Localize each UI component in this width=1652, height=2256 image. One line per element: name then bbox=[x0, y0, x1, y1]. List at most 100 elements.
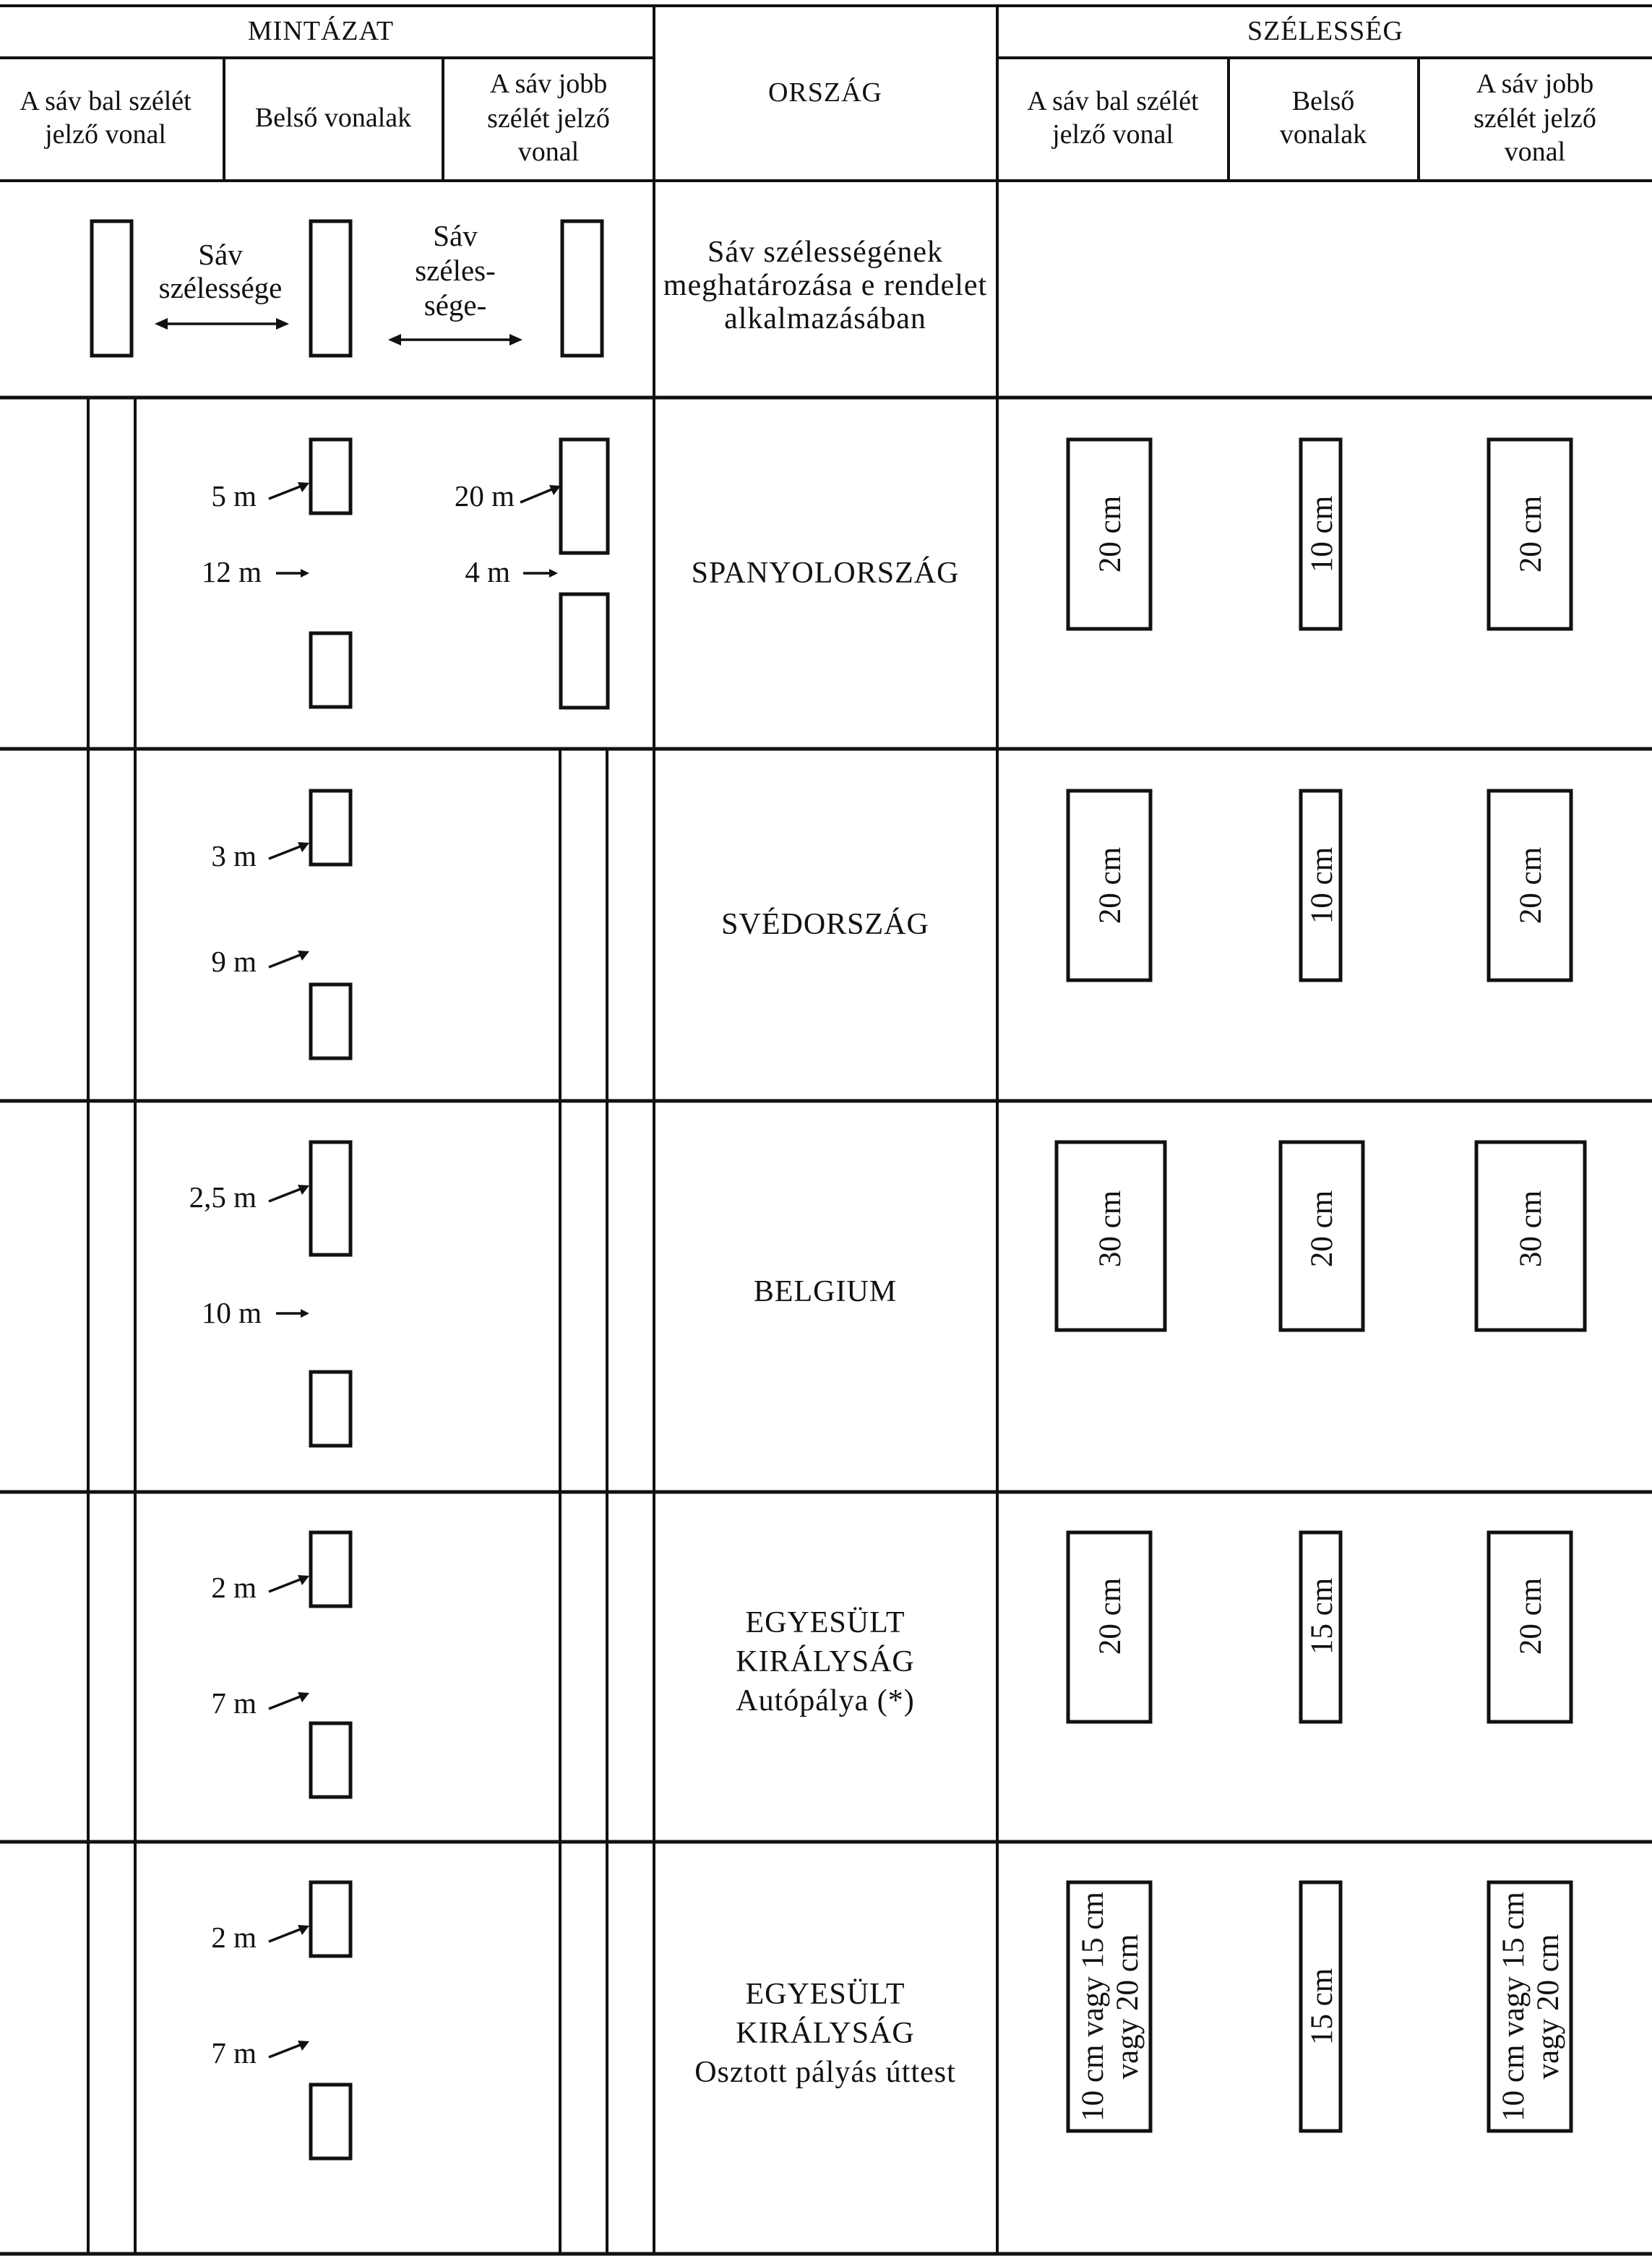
ukd-width-left-box bbox=[1066, 1880, 1153, 2133]
spain-right-mark-2 bbox=[559, 592, 610, 710]
sweden-width-right-box bbox=[1487, 789, 1573, 982]
belgium-width-inner: 20 cm bbox=[1305, 1191, 1339, 1267]
belgium-inner-mark-2 bbox=[309, 1370, 353, 1448]
ukd-width-right-box bbox=[1487, 1880, 1573, 2133]
spain-width-right-box bbox=[1487, 437, 1573, 631]
def-lane-width-1b: szélessége bbox=[159, 271, 283, 304]
spain-width-right: 20 cm bbox=[1514, 496, 1548, 572]
def-double-arrow-2 bbox=[388, 334, 522, 346]
sweden-inner-mark-1 bbox=[309, 789, 353, 867]
ukd-label-7m: 7 m bbox=[211, 2036, 257, 2070]
spain-label-5m: 5 m bbox=[211, 479, 257, 512]
ukd-width-right-1: 10 cm vagy 15 cm bbox=[1497, 1892, 1531, 2122]
belgium-width-inner-box bbox=[1278, 1140, 1365, 1332]
ukm-width-right-box bbox=[1487, 1530, 1573, 1724]
header-w-left-2: jelző vonal bbox=[1051, 119, 1174, 150]
belgium-width-left-box bbox=[1054, 1140, 1167, 1332]
header-left-edge-1: A sáv bal szélét bbox=[20, 86, 192, 116]
sweden-label-3m: 3 m bbox=[211, 839, 257, 872]
ukd-width-inner-box bbox=[1299, 1880, 1343, 2133]
def-text-2: meghatározása e rendelet bbox=[663, 269, 987, 302]
ukd-label-2m: 2 m bbox=[211, 1921, 257, 1954]
sweden-width-right: 20 cm bbox=[1514, 847, 1548, 924]
ukm-inner-mark-2 bbox=[309, 1721, 353, 1799]
sweden-width-inner: 10 cm bbox=[1305, 847, 1339, 924]
spain-inner-mark-1 bbox=[309, 437, 353, 515]
def-lane-width-1a: Sáv bbox=[198, 238, 243, 271]
ukd-country-3: Osztott pályás úttest bbox=[694, 2056, 956, 2089]
ukm-width-inner: 15 cm bbox=[1305, 1578, 1339, 1655]
row-uk-motorway: 2 m 7 m EGYESÜLT KIRÁLYSÁG Autópálya (*)… bbox=[211, 1530, 1573, 1799]
spain-width-inner-box bbox=[1299, 437, 1343, 631]
header-country: ORSZÁG bbox=[768, 77, 882, 108]
ukd-width-inner: 15 cm bbox=[1305, 1968, 1339, 2045]
belgium-inner-mark-1 bbox=[309, 1140, 353, 1257]
def-text-1: Sáv szélességének bbox=[707, 236, 943, 269]
spain-label-4m: 4 m bbox=[465, 555, 510, 588]
sweden-inner-mark-2 bbox=[309, 982, 353, 1060]
ukm-width-left: 20 cm bbox=[1093, 1578, 1127, 1655]
ukm-width-left-box bbox=[1066, 1530, 1153, 1724]
row-sweden: 3 m 9 m SVÉDORSZÁG 20 cm 10 cm 20 cm bbox=[211, 789, 1573, 1060]
table-header: MINTÁZAT SZÉLESSÉG ORSZÁG A sáv bal szél… bbox=[20, 16, 1596, 167]
sweden-width-left: 20 cm bbox=[1093, 847, 1127, 924]
def-lane-width-2c: sége- bbox=[424, 288, 487, 322]
spain-label-12m: 12 m bbox=[202, 555, 262, 588]
table-grid bbox=[0, 4, 1652, 2256]
sweden-label-9m: 9 m bbox=[211, 945, 257, 978]
spain-width-left-box bbox=[1066, 437, 1153, 631]
header-w-left-1: A sáv bal szélét bbox=[1027, 86, 1199, 116]
spain-width-inner: 10 cm bbox=[1305, 496, 1339, 572]
header-right-edge-2: szélét jelző bbox=[487, 103, 610, 134]
header-w-inner-2: vonalak bbox=[1280, 119, 1367, 150]
definition-row: Sáv szélessége Sáv széles- sége- Sáv szé… bbox=[90, 219, 987, 358]
ukm-width-right: 20 cm bbox=[1514, 1578, 1548, 1655]
ukd-inner-mark-1 bbox=[309, 1880, 353, 1958]
header-inner: Belső vonalak bbox=[255, 103, 411, 133]
header-w-right-2: szélét jelző bbox=[1474, 103, 1596, 134]
header-w-inner-1: Belső bbox=[1292, 86, 1355, 116]
ukm-country-2: KIRÁLYSÁG bbox=[736, 1644, 914, 1678]
def-right-mark bbox=[560, 219, 604, 358]
ukd-width-left-1: 10 cm vagy 15 cm bbox=[1076, 1892, 1110, 2122]
ukm-label-2m: 2 m bbox=[211, 1571, 257, 1604]
spain-right-mark-1 bbox=[559, 437, 610, 555]
header-right-edge-3: vonal bbox=[518, 137, 579, 167]
ukm-label-7m: 7 m bbox=[211, 1686, 257, 1720]
sweden-country: SVÉDORSZÁG bbox=[721, 907, 929, 941]
ukm-country-3: Autópálya (*) bbox=[736, 1684, 914, 1717]
spain-label-20m: 20 m bbox=[455, 479, 515, 512]
header-left-edge-2: jelző vonal bbox=[43, 119, 166, 150]
header-w-right-3: vonal bbox=[1505, 137, 1565, 167]
sweden-width-left-box bbox=[1066, 789, 1153, 982]
row-uk-dual: 2 m 7 m EGYESÜLT KIRÁLYSÁG Osztott pályá… bbox=[211, 1880, 1573, 2161]
ukm-width-inner-box bbox=[1299, 1530, 1343, 1724]
def-left-mark bbox=[90, 219, 134, 358]
def-text-3: alkalmazásában bbox=[724, 302, 926, 335]
belgium-label-10m: 10 m bbox=[202, 1296, 262, 1329]
belgium-width-right: 30 cm bbox=[1514, 1191, 1548, 1267]
ukd-country-2: KIRÁLYSÁG bbox=[736, 2016, 914, 2050]
def-inner-mark bbox=[309, 219, 353, 358]
belgium-country: BELGIUM bbox=[754, 1275, 897, 1308]
header-width: SZÉLESSÉG bbox=[1247, 16, 1403, 46]
spain-inner-mark-2 bbox=[309, 631, 353, 709]
belgium-label-2-5m: 2,5 m bbox=[189, 1180, 257, 1214]
ukd-inner-mark-2 bbox=[309, 2083, 353, 2161]
ukd-width-right-2: vagy 20 cm bbox=[1531, 1934, 1565, 2080]
def-lane-width-2b: széles- bbox=[415, 254, 496, 287]
belgium-width-right-box bbox=[1474, 1140, 1587, 1332]
ukd-width-left-2: vagy 20 cm bbox=[1111, 1934, 1145, 2080]
ukd-country-1: EGYESÜLT bbox=[745, 1978, 905, 2011]
def-double-arrow-1 bbox=[155, 318, 289, 330]
ukm-inner-mark-1 bbox=[309, 1530, 353, 1608]
header-pattern: MINTÁZAT bbox=[248, 16, 394, 46]
ukm-country-1: EGYESÜLT bbox=[745, 1606, 905, 1639]
spain-width-left: 20 cm bbox=[1093, 496, 1127, 572]
def-lane-width-2a: Sáv bbox=[433, 219, 478, 252]
belgium-width-left: 30 cm bbox=[1093, 1191, 1127, 1267]
row-spain: 5 m 12 m 20 m 4 m SPANYOLORSZÁG 20 cm 10… bbox=[202, 437, 1573, 710]
spain-country: SPANYOLORSZÁG bbox=[692, 556, 960, 590]
sweden-width-inner-box bbox=[1299, 789, 1343, 982]
